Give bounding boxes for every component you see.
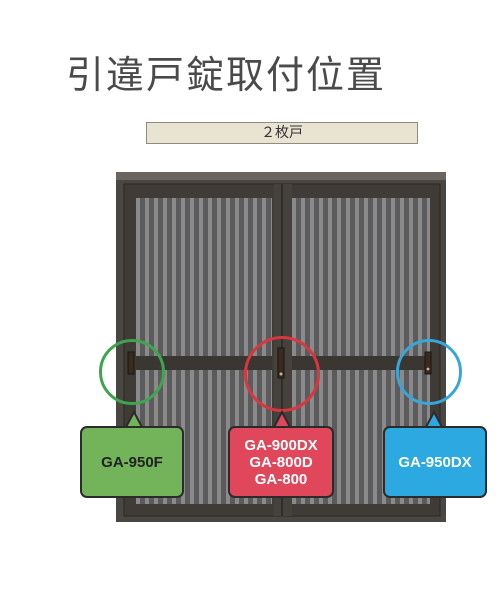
door-slat <box>386 198 391 504</box>
door-slat <box>350 198 355 504</box>
lock-label-line: GA-950DX <box>398 453 472 471</box>
door-slat <box>158 198 163 504</box>
door-slat <box>395 198 400 504</box>
door-slat <box>194 198 199 504</box>
page-title: 引違戸錠取付位置 <box>66 53 387 97</box>
door-slat <box>332 198 337 504</box>
lock-label-line: GA-800 <box>254 470 308 488</box>
door-slat <box>167 198 172 504</box>
right-lock-highlight-circle <box>396 339 462 405</box>
door-slat <box>314 198 319 504</box>
door-slat <box>323 198 328 504</box>
door-slat <box>221 198 226 504</box>
door-slat <box>341 198 346 504</box>
door-slat <box>239 198 244 504</box>
left-lock-highlight-circle <box>99 339 165 405</box>
door-slat <box>368 198 373 504</box>
lock-label-ga-900dx: GA-900DX GA-800D GA-800 <box>228 426 334 498</box>
door-slat <box>359 198 364 504</box>
lock-label-ga-950dx: GA-950DX <box>383 426 487 498</box>
lock-label-line: GA-900DX <box>244 436 318 454</box>
door-slat <box>230 198 235 504</box>
lock-label-ga-950f: GA-950F <box>80 426 184 498</box>
door-slat <box>212 198 217 504</box>
door-slat <box>185 198 190 504</box>
lock-label-line: GA-800D <box>249 453 313 471</box>
door-count-banner: ２枚戸 <box>146 122 418 144</box>
door-slat <box>377 198 382 504</box>
door-slat <box>203 198 208 504</box>
lock-label-line: GA-950F <box>101 453 163 471</box>
door-slat <box>176 198 181 504</box>
